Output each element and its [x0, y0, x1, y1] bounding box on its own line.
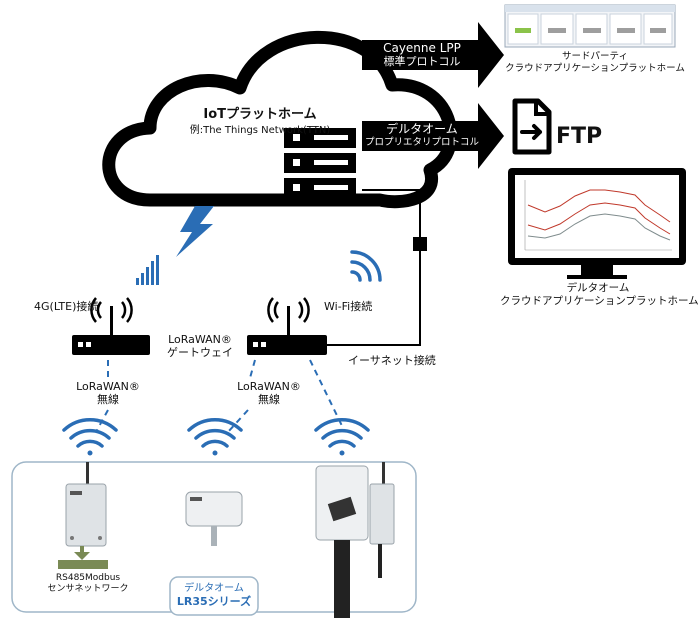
deltaohm-arrow	[362, 103, 504, 169]
third-party-line2: クラウドアプリケーションプラットホーム	[505, 63, 685, 74]
deltaohm-cloud-caption: デルタオーム クラウドアプリケーションプラットホーム	[500, 282, 699, 308]
modbus-line2: センサネットワーク	[47, 584, 129, 594]
wireless-left-line1: LoRaWAN®	[76, 380, 140, 393]
sensor-device-middle	[185, 491, 243, 546]
monitor-icon	[508, 168, 686, 279]
wireless-mid-line2: 無線	[258, 393, 280, 406]
third-party-line1: サードパーティ	[562, 51, 628, 62]
third-party-caption: サードパーティ クラウドアプリケーションプラットホーム	[500, 51, 690, 75]
deltaohm-label-line1: デルタオーム	[386, 122, 458, 136]
series-label-frame	[169, 576, 259, 616]
sensor-wifi-icons	[62, 417, 370, 456]
cellular-signal-icon	[136, 255, 159, 285]
cayenne-label-line1: Cayenne LPP	[383, 41, 461, 55]
cayenne-label-line2: 標準プロトコル	[383, 55, 461, 68]
series-label: デルタオーム LR35シリーズ	[170, 582, 258, 608]
wifi-connection-label: Wi-Fi接続	[324, 300, 373, 313]
cayenne-arrow-label: Cayenne LPP 標準プロトコル	[372, 41, 472, 69]
deltaohm-cloud-line1: デルタオーム	[566, 282, 630, 294]
server-icon	[284, 128, 356, 198]
lte-connection-label: 4G(LTE)接続	[34, 300, 99, 313]
sensor-device-left	[58, 462, 108, 569]
sensor-device-right	[315, 462, 395, 618]
third-party-dashboard	[504, 4, 676, 48]
cayenne-arrow	[362, 22, 504, 88]
gateway-label: LoRaWAN® ゲートウェイ	[160, 333, 240, 359]
ethernet-line	[327, 189, 427, 346]
deltaohm-cloud-line2: クラウドアプリケーションプラットホーム	[500, 295, 699, 307]
gateway-line1: LoRaWAN®	[168, 333, 232, 346]
wireless-left-line2: 無線	[97, 393, 119, 406]
cloud-title: IoTプラットホーム	[203, 107, 317, 122]
gateway-line2: ゲートウェイ	[167, 346, 233, 359]
deltaohm-arrow-label: デルタオーム プロプリエタリプロトコル	[364, 123, 480, 149]
ethernet-connection-label: イーサネット接続	[348, 354, 436, 367]
ftp-file-icon	[512, 98, 552, 155]
series-line2: LR35シリーズ	[176, 595, 252, 608]
wireless-left-label: LoRaWAN® 無線	[70, 380, 146, 406]
wireless-mid-label: LoRaWAN® 無線	[231, 380, 307, 406]
series-line1: デルタオーム	[184, 583, 244, 594]
ftp-label: FTP	[556, 124, 603, 149]
lightning-icon	[176, 206, 214, 257]
lte-router-icon	[72, 297, 150, 355]
wifi-icon	[350, 250, 382, 282]
modbus-line1: RS485Modbus	[55, 573, 121, 583]
wireless-mid-line1: LoRaWAN®	[237, 380, 301, 393]
wifi-router-icon	[247, 297, 327, 355]
cloud-shape	[102, 30, 458, 209]
cloud-subtitle: 例:The Things Network(TTN)	[189, 125, 331, 136]
deltaohm-label-line2: プロプリエタリプロトコル	[364, 137, 479, 148]
modbus-label: RS485Modbus センサネットワーク	[38, 573, 138, 595]
